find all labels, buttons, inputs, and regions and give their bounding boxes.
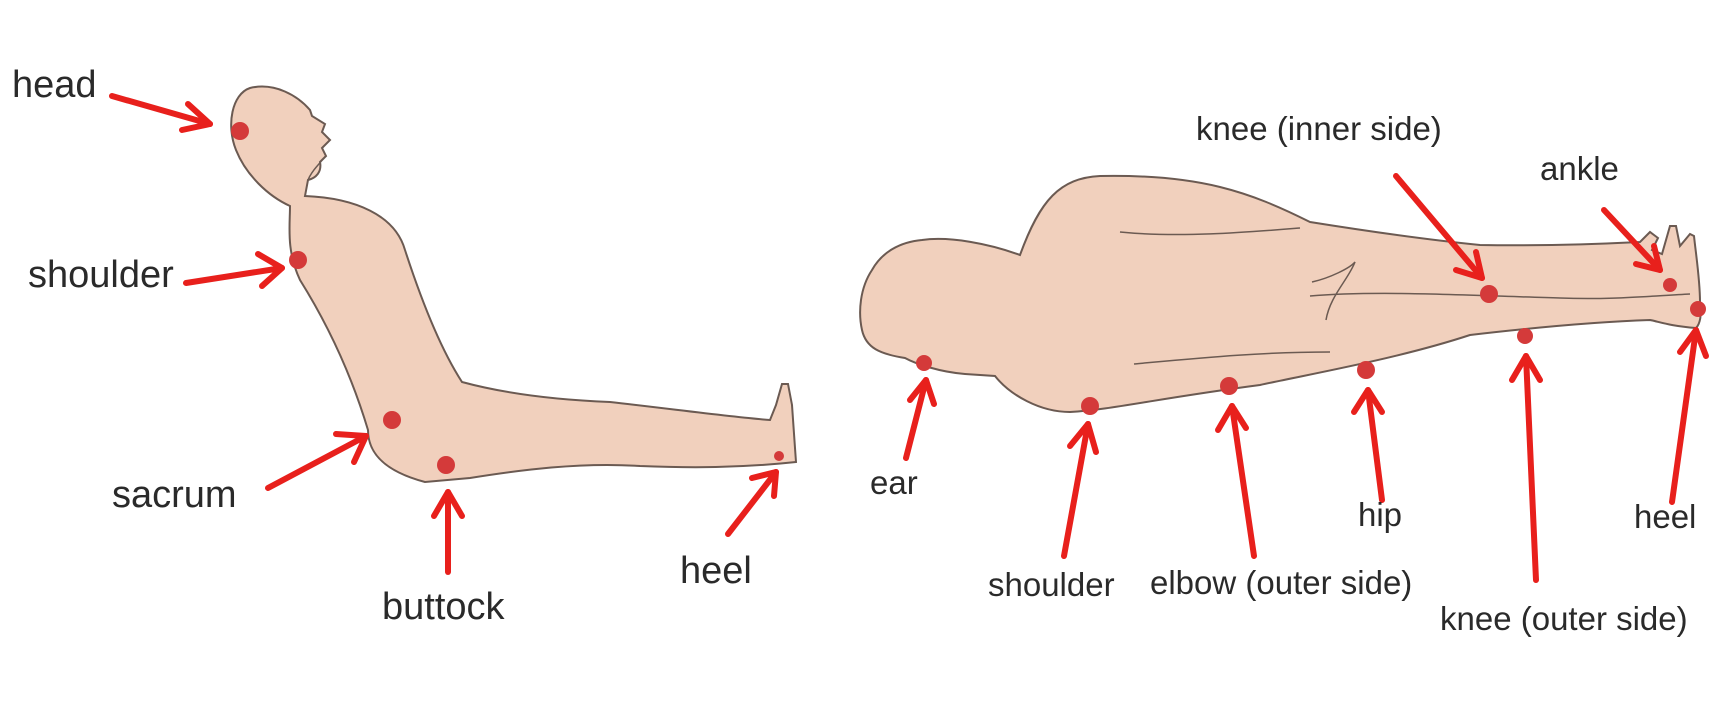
knee-outer-pressure-point xyxy=(1517,328,1533,344)
knee-inner-arrow xyxy=(1393,173,1485,281)
label-hip: hip xyxy=(1358,496,1403,533)
label-sacrum: sacrum xyxy=(112,474,237,516)
heel-pressure-point-b xyxy=(1690,301,1706,317)
label-buttock: buttock xyxy=(382,586,505,628)
heel-pressure-point-a xyxy=(774,451,784,461)
side-lying-body-silhouette xyxy=(859,174,1702,414)
hip-pressure-point xyxy=(1357,361,1375,379)
ankle-arrow xyxy=(1601,207,1663,273)
label-ankle: ankle xyxy=(1540,150,1619,187)
knee-outer-arrow xyxy=(1509,353,1543,583)
ear-pressure-point xyxy=(916,355,932,371)
reclined-chin-line xyxy=(307,159,323,181)
shoulder-arrow-b xyxy=(1061,421,1099,559)
label-heel-b: heel xyxy=(1634,498,1697,535)
heel-arrow-b xyxy=(1669,327,1709,505)
ear-arrow xyxy=(903,377,937,461)
shoulder-pressure-point xyxy=(289,251,307,269)
label-heel-a: heel xyxy=(680,550,752,592)
head-pressure-point xyxy=(231,122,249,140)
knee-inner-pressure-point xyxy=(1480,285,1498,303)
sacrum-pressure-point xyxy=(383,411,401,429)
side-lying-figure xyxy=(859,173,1709,583)
label-knee-outer: knee (outer side) xyxy=(1440,600,1688,637)
shoulder-pressure-point-b xyxy=(1081,397,1099,415)
label-shoulder-a: shoulder xyxy=(28,254,174,296)
label-elbow: elbow (outer side) xyxy=(1150,564,1413,601)
reclined-figure xyxy=(109,85,798,575)
reclined-body-silhouette xyxy=(230,85,798,484)
buttock-arrow xyxy=(431,489,465,575)
label-knee-inner: knee (inner side) xyxy=(1196,110,1442,147)
lower-arm-crease xyxy=(1133,351,1331,365)
shoulder-arrow-a xyxy=(183,251,285,289)
label-ear: ear xyxy=(870,464,918,501)
elbow-arrow xyxy=(1215,403,1257,559)
leg-separation-line xyxy=(1309,292,1691,300)
sacrum-arrow xyxy=(265,431,369,491)
ankle-pressure-point xyxy=(1663,278,1677,292)
upper-arm-crease xyxy=(1119,227,1301,236)
label-shoulder-b: shoulder xyxy=(988,566,1115,603)
head-arrow xyxy=(109,93,213,133)
elbow-pressure-point xyxy=(1220,377,1238,395)
hip-arrow xyxy=(1351,387,1385,503)
heel-arrow-a xyxy=(725,469,779,537)
buttock-pressure-point xyxy=(437,456,455,474)
hand-crease xyxy=(1311,261,1356,321)
label-head: head xyxy=(12,64,97,106)
